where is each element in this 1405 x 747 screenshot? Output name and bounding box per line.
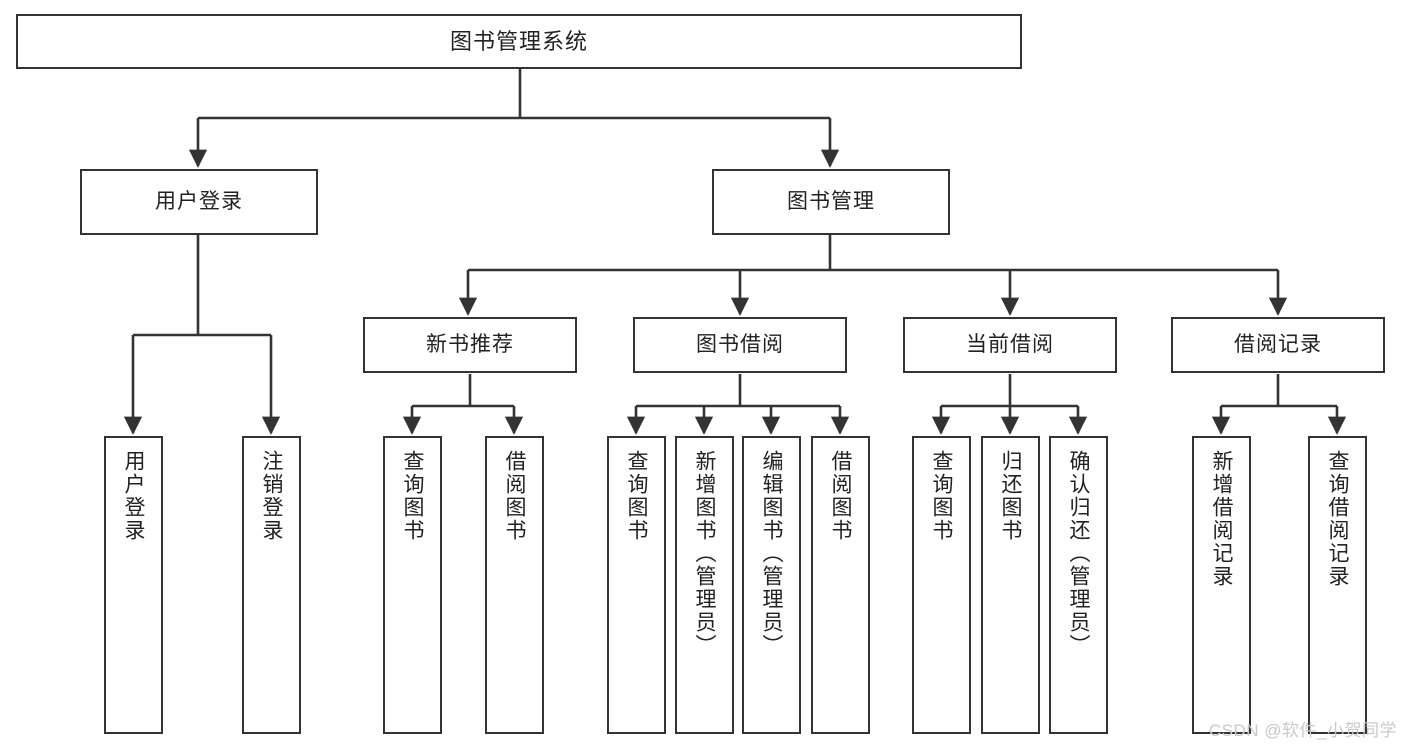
node-leaf-user-login-label: 用户登录 [122, 450, 145, 542]
node-borrow-record-label: 借阅记录 [1234, 332, 1322, 356]
node-leaf-borrow-do-label: 借阅图书 [829, 450, 852, 542]
node-leaf-record-add-label: 新增借阅记录 [1210, 450, 1233, 588]
node-borrow-record[interactable]: 借阅记录 [1171, 317, 1385, 373]
node-leaf-borrow-edit[interactable]: 编辑图书（管理员） [742, 436, 801, 734]
node-leaf-borrow-add[interactable]: 新增图书（管理员） [675, 436, 734, 734]
node-leaf-newbook-query-label: 查询图书 [401, 450, 424, 542]
node-leaf-borrow-add-label: 新增图书（管理员） [693, 450, 716, 657]
node-leaf-current-confirm-return-label: 确认归还（管理员） [1067, 450, 1090, 657]
node-leaf-borrow-edit-label: 编辑图书（管理员） [760, 450, 783, 657]
node-book-borrow-label: 图书借阅 [696, 332, 784, 356]
node-leaf-newbook-borrow-label: 借阅图书 [503, 450, 526, 542]
node-leaf-borrow-query-label: 查询图书 [625, 450, 648, 542]
node-leaf-borrow-do[interactable]: 借阅图书 [811, 436, 870, 734]
node-leaf-newbook-borrow[interactable]: 借阅图书 [485, 436, 544, 734]
node-leaf-logout-label: 注销登录 [260, 450, 283, 542]
node-root-label: 图书管理系统 [449, 28, 588, 54]
node-leaf-user-login[interactable]: 用户登录 [104, 436, 163, 734]
node-root[interactable]: 图书管理系统 [16, 14, 1022, 69]
node-leaf-record-query-label: 查询借阅记录 [1326, 450, 1349, 588]
node-book-borrow[interactable]: 图书借阅 [633, 317, 847, 373]
node-new-book-recommend-label: 新书推荐 [426, 332, 514, 356]
node-book-management-label: 图书管理 [787, 189, 875, 213]
node-new-book-recommend[interactable]: 新书推荐 [363, 317, 577, 373]
node-leaf-record-add[interactable]: 新增借阅记录 [1192, 436, 1251, 734]
node-leaf-newbook-query[interactable]: 查询图书 [383, 436, 442, 734]
node-leaf-current-query[interactable]: 查询图书 [912, 436, 971, 734]
node-book-management[interactable]: 图书管理 [712, 169, 950, 235]
node-current-borrow[interactable]: 当前借阅 [903, 317, 1117, 373]
node-current-borrow-label: 当前借阅 [966, 332, 1054, 356]
node-leaf-current-return-label: 归还图书 [999, 450, 1022, 542]
node-leaf-borrow-query[interactable]: 查询图书 [607, 436, 666, 734]
node-leaf-logout[interactable]: 注销登录 [242, 436, 301, 734]
node-leaf-record-query[interactable]: 查询借阅记录 [1308, 436, 1367, 734]
node-user-login[interactable]: 用户登录 [80, 169, 318, 235]
node-leaf-current-return[interactable]: 归还图书 [981, 436, 1040, 734]
node-user-login-label: 用户登录 [155, 189, 243, 213]
node-leaf-current-query-label: 查询图书 [930, 450, 953, 542]
node-leaf-current-confirm-return[interactable]: 确认归还（管理员） [1049, 436, 1108, 734]
